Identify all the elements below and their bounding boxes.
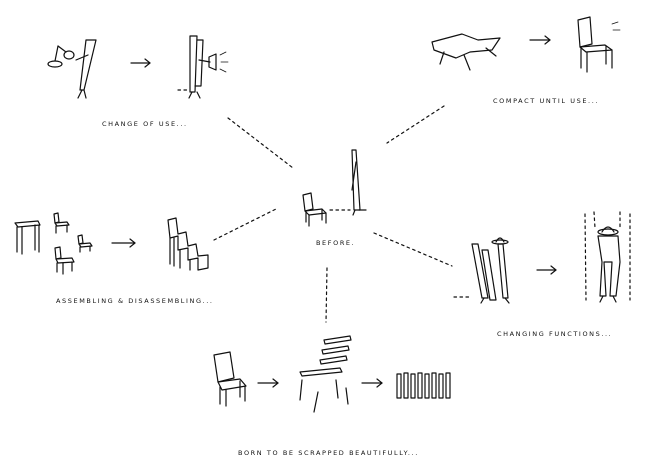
connector-change-of-use [227,117,294,169]
arrow-assembling [111,238,136,248]
lamp-figure-sketch [47,39,97,99]
arrow-change-of-use [130,58,151,68]
slatted-chair-sketch [299,335,352,413]
figures-leaning-sketch [453,237,510,304]
connector-compact [386,105,445,144]
caption-assembling: ASSEMBLING & DISASSEMBLING... [56,297,214,305]
arrow-scrapped-2 [361,378,383,388]
arrow-scrapped-1 [257,378,279,388]
connector-lines [213,105,453,323]
standing-chair-sketch [577,16,621,73]
caption-change-of-use: CHANGE OF USE... [102,120,188,128]
flat-chair-sketch [431,33,501,71]
arrows [111,35,557,388]
figures-hat-stand-sketch [584,211,631,303]
before-figure-sketch [329,149,367,216]
arrow-compact [529,35,551,45]
caption-born-to-be-scrapped: BORN TO BE SCRAPPED BEAUTIFULLY... [238,449,419,457]
flashlight-figure-sketch [177,35,229,99]
connector-assembling [213,207,279,241]
caption-before: BEFORE. [316,239,356,247]
connector-changing-functions [373,232,453,267]
connector-scrapped [325,267,328,323]
stacked-stools-sketch [167,217,209,271]
caption-changing-functions: CHANGING FUNCTIONS... [497,330,613,338]
arrow-changing-functions [536,265,557,275]
solid-chair-sketch [213,351,247,407]
before-chair-sketch [302,192,327,227]
stool-cluster-sketch [14,212,93,275]
caption-compact-until-use: COMPACT UNTIL USE... [493,97,600,105]
scrap-planks-sketch [396,372,451,399]
